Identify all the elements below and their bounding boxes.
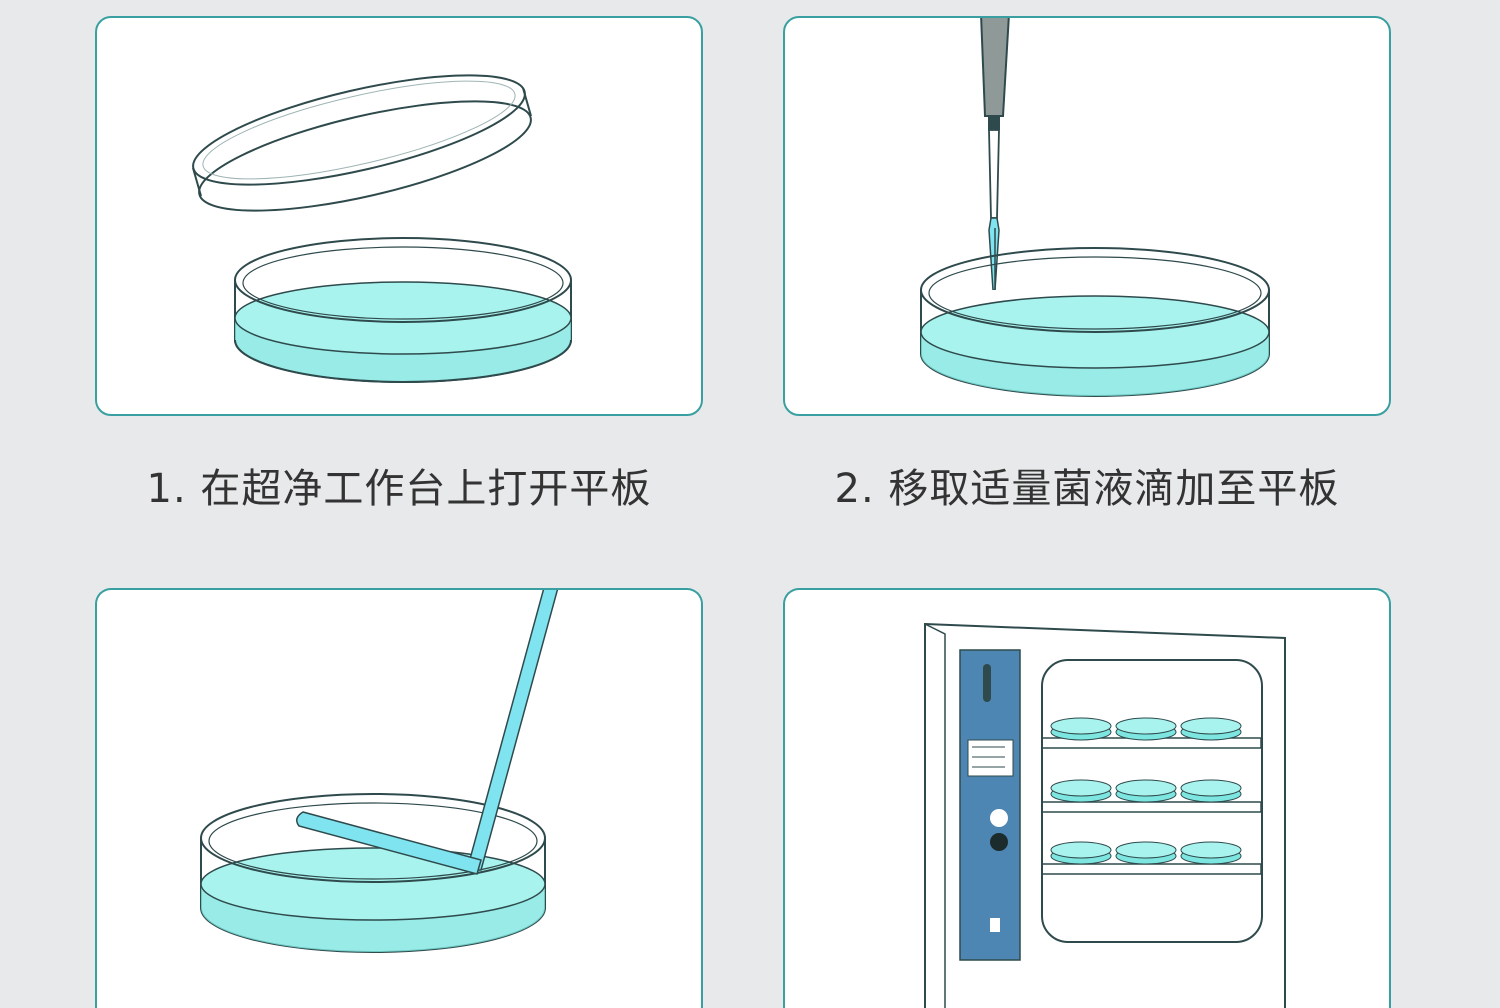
step2-caption: 2. 移取适量菌液滴加至平板 [834, 466, 1340, 512]
dish [1115, 841, 1177, 865]
incubator [924, 622, 1286, 1008]
petri-dish [920, 228, 1270, 397]
pipette-illustration [920, 18, 1270, 397]
step2-card [783, 16, 1391, 416]
pipette [980, 18, 1010, 291]
petri-dish-lid [192, 74, 532, 212]
spreader [296, 590, 559, 875]
step3-card [95, 588, 703, 1008]
dish [1115, 717, 1177, 741]
dish [1050, 779, 1112, 803]
step1-caption: 1. 在超净工作台上打开平板 [146, 466, 652, 512]
shelves [1043, 737, 1262, 875]
petri-dish-base [234, 237, 572, 383]
dish [1115, 779, 1177, 803]
control-panel [959, 649, 1021, 961]
dish [1180, 717, 1242, 741]
dish [1050, 717, 1112, 741]
culture-medium [200, 847, 546, 921]
dish [1180, 779, 1242, 803]
culture-medium [234, 281, 572, 355]
step1-card [95, 16, 703, 416]
step4-card [783, 588, 1391, 1008]
spreader-illustration [200, 590, 559, 953]
incubator-illustration [924, 622, 1286, 1008]
dish-stack [1050, 717, 1242, 865]
dish [1180, 841, 1242, 865]
dish [1050, 841, 1112, 865]
open-petri-dish-illustration [192, 74, 572, 383]
